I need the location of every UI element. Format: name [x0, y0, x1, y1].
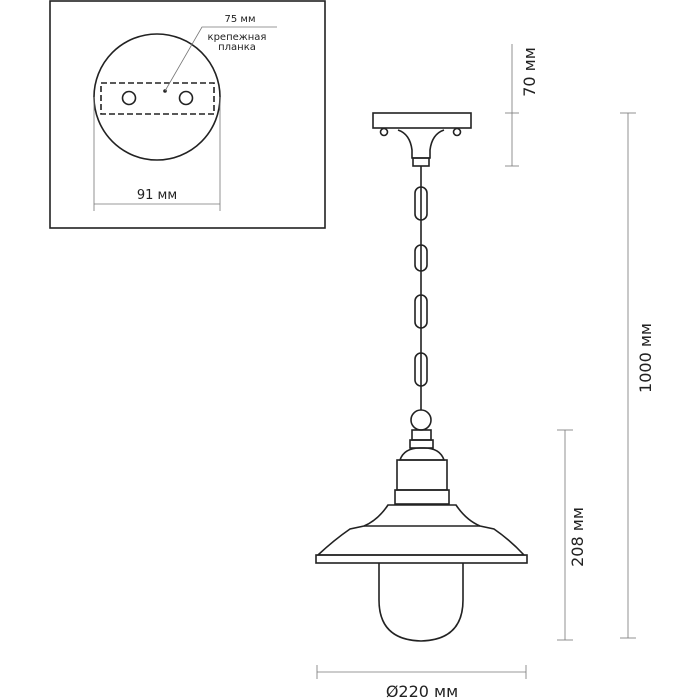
canopy-hook	[412, 157, 430, 167]
chain-link	[414, 352, 428, 387]
mounting-inset: 75 мм крепежная планка 91 мм	[49, 0, 326, 229]
chain-link	[414, 294, 428, 329]
canopy-height-label: 70 мм	[520, 47, 539, 97]
mounting-plate-outline	[100, 82, 215, 115]
leader-line	[164, 26, 277, 92]
chain-link	[414, 186, 428, 221]
total-height-label: 1000 мм	[636, 323, 655, 393]
plate-width-label: 75 мм	[225, 14, 256, 25]
lamp-body-ring	[394, 489, 450, 505]
inset-frame	[49, 0, 326, 229]
canopy-neck	[397, 129, 445, 159]
chain-link	[414, 244, 428, 272]
canopy-plate	[372, 112, 472, 129]
ring-base	[411, 429, 432, 441]
screw-hole-right	[178, 90, 194, 106]
ring-collar	[409, 439, 434, 449]
plate-name-line1: крепежная	[208, 32, 267, 43]
screw-icon	[452, 127, 462, 137]
suspension-ring	[410, 409, 432, 431]
shade-diameter-label: Ø220 мм	[386, 682, 458, 700]
canopy-circle	[93, 33, 221, 161]
plate-name-line2: планка	[218, 42, 256, 53]
canopy-diameter-label: 91 мм	[137, 188, 177, 203]
lamp-shade	[315, 504, 526, 556]
lamp-body	[396, 459, 448, 491]
screw-icon	[379, 127, 389, 137]
glass-globe	[378, 563, 464, 642]
shade-rim	[315, 554, 528, 564]
dimension-lines: 70 мм 1000 мм 208 мм Ø220 мм	[316, 44, 655, 700]
pendant-lamp	[315, 112, 528, 642]
cap-dome	[398, 447, 446, 461]
shade-height-label: 208 мм	[568, 507, 587, 567]
screw-hole-left	[121, 90, 137, 106]
